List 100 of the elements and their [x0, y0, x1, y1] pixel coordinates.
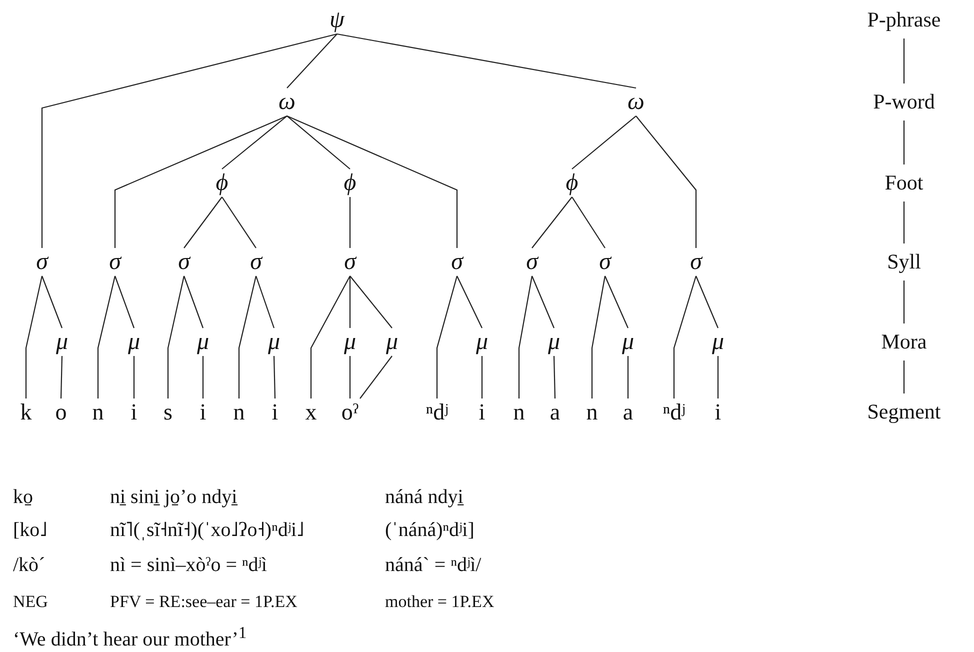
- tree-branch: [591, 276, 606, 398]
- segment-label: n: [512, 400, 526, 424]
- tree-branch: [238, 276, 257, 398]
- tree-branch: [336, 33, 636, 89]
- level-connector: [903, 120, 905, 164]
- tree-branch: [255, 276, 275, 328]
- tree-branch: [360, 356, 392, 399]
- tree-branch: [273, 356, 276, 399]
- prosodic-node-label: ψ: [328, 8, 346, 32]
- tree-branch: [572, 116, 636, 170]
- level-connector: [903, 360, 905, 394]
- orthography-text: ko̱: [13, 487, 33, 507]
- prosodic-node-label: σ: [249, 250, 263, 274]
- translation-text: ‘We didn’t hear our mother’$^{1}$: [13, 625, 247, 650]
- prosodic-node-label: μ: [342, 330, 358, 354]
- orthography-text: náná ndyi̱: [385, 487, 464, 507]
- level-label: Segment: [866, 402, 942, 422]
- tree-branch: [636, 116, 697, 248]
- prosodic-node-label: μ: [384, 330, 400, 354]
- orthography-text: ni̱ sini̱ jo̱’o ndyi̱: [110, 487, 238, 507]
- tree-branch: [310, 276, 350, 398]
- tree-branch: [349, 197, 351, 248]
- tree-branch: [627, 356, 629, 398]
- phonemic-transcription: /kò´: [13, 555, 46, 575]
- tree-branch: [222, 196, 256, 248]
- tree-branch: [553, 356, 556, 399]
- prosodic-node-label: σ: [35, 250, 49, 274]
- tree-branch: [286, 116, 350, 170]
- prosodic-node-label: σ: [689, 250, 703, 274]
- segment-label: i: [270, 400, 280, 424]
- gloss-text: NEG: [13, 593, 48, 610]
- segment-label: i: [130, 400, 138, 424]
- phonetic-transcription: nĩ˥(ˌsĩ˧nĩ˧)(ˈxo˩ʔo˧)ⁿdʲi˩: [110, 520, 304, 540]
- segment-label: n: [585, 400, 599, 424]
- segment-label: n: [91, 400, 105, 424]
- prosodic-node-label: μ: [54, 330, 70, 354]
- prosodic-node-label: ω: [278, 90, 296, 114]
- prosodic-node-label: μ: [196, 330, 210, 354]
- tree-branch: [167, 276, 185, 398]
- level-label: P-word: [872, 92, 936, 112]
- prosodic-node-label: μ: [710, 330, 726, 354]
- tree-branch: [349, 356, 351, 398]
- level-label: Syll: [886, 252, 922, 272]
- tree-branch: [481, 356, 483, 398]
- tree-branch: [350, 276, 392, 328]
- tree-branch: [41, 276, 63, 328]
- segment-label: i: [478, 400, 486, 424]
- tree-branch: [60, 356, 63, 399]
- tree-branch: [673, 276, 697, 398]
- segment-label: k: [19, 400, 33, 424]
- tree-branch: [184, 196, 222, 248]
- prosodic-node-label: μ: [266, 330, 282, 354]
- tree-branch: [717, 356, 719, 398]
- tree-branch: [97, 276, 116, 398]
- prosodic-node-label: σ: [343, 250, 357, 274]
- level-label: P-phrase: [866, 10, 942, 30]
- prosodic-node-label: σ: [177, 250, 191, 274]
- prosodic-node-label: ϕ: [214, 171, 230, 195]
- prosodic-node-label: σ: [108, 250, 122, 274]
- tree-branch: [202, 356, 204, 398]
- prosodic-node-label: μ: [126, 330, 142, 354]
- segment-label: s: [162, 400, 174, 424]
- segment-label: ⁿdʲ: [424, 400, 450, 424]
- gloss-text: PFV = RE:see–ear = 1P.EX: [110, 593, 298, 610]
- prosodic-node-label: μ: [620, 330, 636, 354]
- prosodic-node-label: μ: [474, 330, 490, 354]
- tree-branch: [114, 276, 135, 328]
- level-connector: [903, 280, 905, 324]
- prosodic-node-label: σ: [525, 250, 539, 274]
- tree-branch: [572, 196, 606, 248]
- phonemic-transcription: nì = sinì–xòˀo = ⁿdʲì: [110, 555, 267, 575]
- prosodic-node-label: ϕ: [342, 171, 358, 195]
- tree-branch: [436, 276, 458, 398]
- tree-branch: [532, 196, 572, 248]
- prosodic-node-label: μ: [546, 330, 562, 354]
- tree-branch: [518, 276, 533, 398]
- segment-label: a: [548, 400, 562, 424]
- tree-branch: [183, 276, 204, 328]
- prosodic-node-label: ϕ: [564, 171, 580, 195]
- phonetic-transcription: [ko˩: [13, 520, 48, 540]
- tree-branch: [41, 33, 338, 248]
- segment-label: i: [714, 400, 722, 424]
- phonemic-transcription: náná` = ⁿdʲì/: [385, 555, 482, 575]
- tree-branch: [286, 34, 338, 88]
- prosodic-node-label: ω: [626, 90, 646, 114]
- segment-label: a: [622, 400, 634, 424]
- prosodic-node-label: σ: [598, 250, 612, 274]
- tree-branch: [456, 276, 482, 328]
- tree-branch: [114, 116, 288, 248]
- segment-label: oˀ: [340, 400, 360, 424]
- level-connector: [903, 202, 905, 244]
- tree-branch: [25, 276, 43, 398]
- segment-label: x: [304, 400, 318, 424]
- tree-branch: [286, 116, 458, 248]
- segment-label: n: [232, 400, 246, 424]
- phonetic-transcription: (ˈnáná)ⁿdʲi]: [385, 520, 474, 540]
- segment-label: ⁿdʲ: [662, 400, 686, 424]
- segment-label: o: [54, 400, 68, 424]
- level-connector: [903, 38, 905, 84]
- tree-branch: [349, 276, 351, 328]
